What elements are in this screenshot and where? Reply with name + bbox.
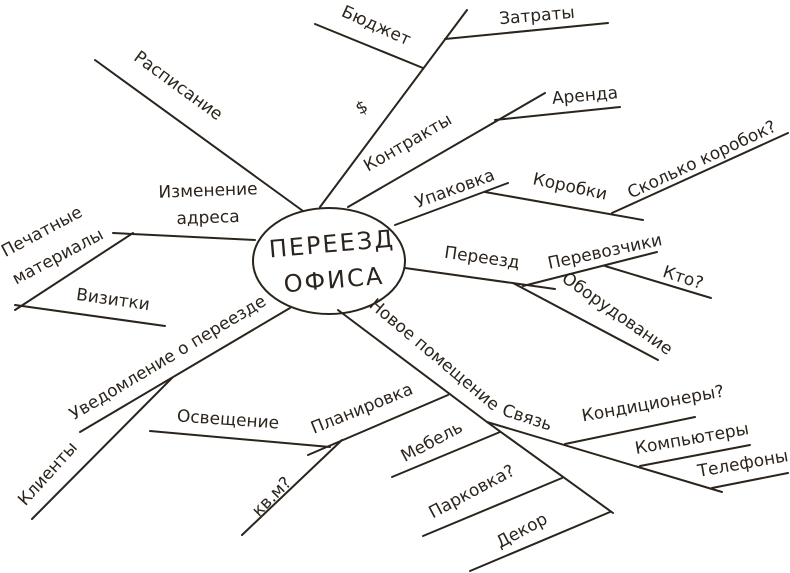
packing-label: Упаковка: [412, 165, 497, 212]
budget-branch-line: [319, 9, 468, 208]
movers-label: Перевозчики: [546, 230, 664, 274]
lighting-label: Освещение: [176, 406, 279, 433]
boxes-label: Коробки: [531, 169, 609, 204]
rent-label: Аренда: [551, 83, 619, 109]
decor-label: Декор: [493, 509, 551, 553]
clients-label: Клиенты: [14, 438, 82, 510]
center-title-line1: ПЕРЕЕЗД: [268, 225, 396, 264]
computers-line: [639, 444, 751, 467]
schedule-label: Расписание: [130, 47, 226, 125]
notice-label: Уведомление о переезде: [66, 291, 270, 424]
costs-label: Затраты: [498, 3, 575, 30]
schedule-line: [94, 59, 304, 212]
address-label-line2: адреса: [176, 207, 240, 229]
decor-line: [469, 511, 611, 572]
moving-label: Переезд: [443, 243, 521, 273]
packing-line: [394, 182, 509, 226]
moving-line: [404, 267, 556, 290]
ac-label: Кондиционеры?: [580, 382, 726, 427]
contracts-line: [347, 92, 546, 208]
costs-line: [444, 22, 609, 40]
how-many-boxes-label: Сколько коробок?: [625, 117, 780, 203]
furniture-line: [391, 431, 501, 478]
sqm-label: кв.м?: [248, 473, 296, 521]
contracts-label: Контракты: [360, 110, 455, 176]
center-title-line2: ОФИСА: [283, 262, 386, 299]
cards-line: [14, 304, 166, 327]
budget-label: Бюджет: [338, 2, 413, 50]
address-line: [112, 232, 256, 241]
budget-line: [314, 23, 424, 69]
printed-materials-line: [14, 232, 134, 311]
lighting-line: [149, 430, 331, 448]
rent-line: [494, 106, 621, 121]
boxes-line: [484, 191, 644, 221]
layout-line: [307, 394, 449, 456]
movers-line: [522, 251, 658, 287]
sqm-line: [241, 439, 343, 536]
parking-line: [422, 477, 563, 537]
dollar-sign: $: [352, 97, 371, 120]
layout-label: Планировка: [308, 379, 416, 438]
phones-line: [711, 472, 789, 489]
how-many-boxes-line: [611, 132, 789, 214]
clients-line: [31, 377, 173, 520]
notice-line: [79, 307, 291, 433]
equipment-line: [512, 282, 659, 361]
computers-label: Компьютеры: [633, 419, 750, 459]
center-node: [252, 207, 406, 315]
communication-line: [486, 421, 723, 493]
furniture-label: Мебель: [398, 417, 467, 466]
phones-label: Телефоны: [695, 446, 790, 482]
who-line: [604, 265, 712, 299]
parking-label: Парковка?: [426, 461, 519, 523]
communication-label: Связь: [500, 401, 555, 436]
cards-label: Визитки: [75, 285, 151, 315]
address-label-line1: Изменение: [158, 179, 258, 202]
ac-line: [564, 416, 696, 445]
